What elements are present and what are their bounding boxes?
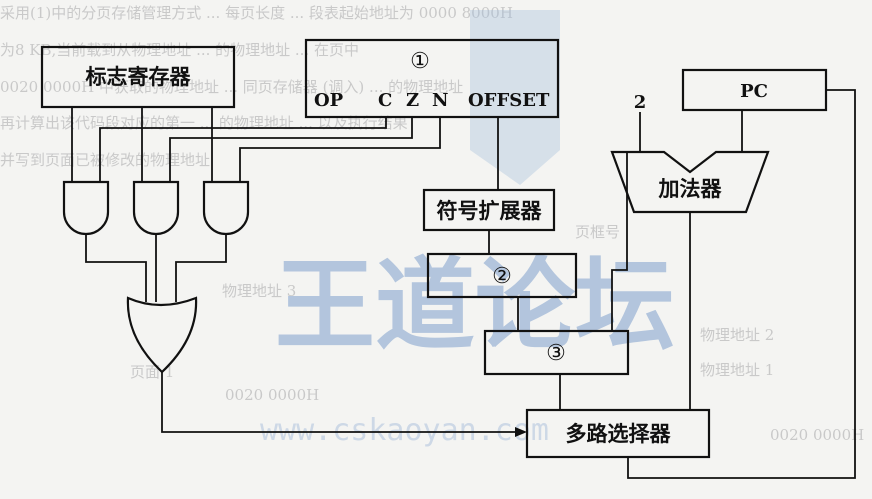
bg-line-9: 物理地址 1 [700,361,774,379]
adder-label: 加法器 [658,177,723,201]
instruction-register-box [304,38,560,119]
marker-3: ③ [546,341,566,366]
bg-line-6: 物理地址 3 [222,282,296,300]
const-two-label: 2 [634,92,647,113]
watermark-url: www.cskaoyan.com [260,413,549,448]
wire-or-mux [161,372,522,433]
sign-extender-label: 符号扩展器 [437,199,543,223]
pc-label: PC [740,81,768,102]
bg-line-5: 并写到页面已被修改的物理地址 [0,151,210,169]
bg-line-8: 物理地址 2 [700,326,774,344]
field-offset: OFFSET [468,90,550,111]
arrow-or-mux [515,427,527,437]
field-z: Z [406,90,419,111]
marker-1: ① [410,49,430,74]
and-gate-left [62,180,110,236]
bg-line-7: 0020 0000H [225,386,319,404]
wire-z-and2 [169,117,413,182]
watermark-text: 王道论坛 [275,247,675,364]
wire-and1-or [85,234,147,302]
watermark: 王道论坛 www.cskaoyan.com [260,10,675,448]
and-gate-middle [132,180,180,236]
and-gate-right [202,180,250,236]
background-text: 采用(1)中的分页存储管理方式 ... 每页长度 ... 段表起始地址为 000… [0,4,864,444]
bg-line-12: 0020 0000H [770,426,864,444]
marker-2: ② [492,264,512,289]
mux-label: 多路选择器 [566,422,672,446]
bg-line-1: 采用(1)中的分页存储管理方式 ... 每页长度 ... 段表起始地址为 000… [0,4,513,22]
bg-line-11: 页面 1 [130,363,174,381]
field-c: C [378,90,392,111]
field-op: OP [314,90,344,111]
field-n: N [432,90,448,111]
bg-line-3: 0020 0000H 中获取的物理地址 ... 同页存储器 (调入) ... 的… [0,78,463,96]
wire-mux-pc [627,89,856,479]
mux-box [525,408,711,459]
watermark-logo-shape [470,10,560,185]
box-2 [426,252,578,299]
bg-line-2: 为8 KB,当前载到从物理地址 ... 的物理地址 ... 在页中 [0,41,359,59]
flag-register-label: 标志寄存器 [86,65,192,89]
box-3 [483,329,630,376]
wire-feed-box3 [611,152,628,331]
or-gate [126,296,198,374]
wires [71,89,856,479]
wire-c-and1 [99,117,387,182]
flag-register-box [40,45,236,109]
wire-and3-or [175,234,227,302]
wire-n-and3 [239,117,441,182]
bg-line-10: 页框号 [575,223,620,241]
